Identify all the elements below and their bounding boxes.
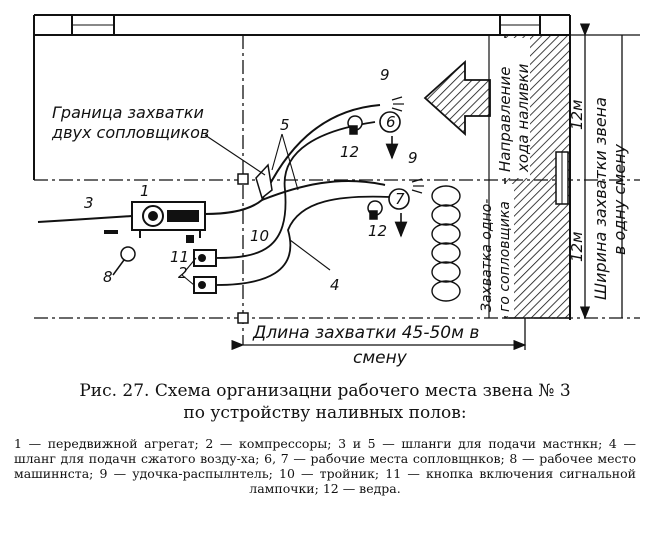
width-label-line2: в одну смену (610, 143, 629, 255)
column-top (237, 173, 249, 185)
marker-5: 5 (280, 116, 290, 134)
signal-button-icon (186, 235, 194, 243)
poured-strip-icon (431, 185, 461, 302)
marker-11: 11 (170, 248, 189, 266)
width-dimension-lines (570, 23, 640, 320)
direction-label-line2: хода наливки (514, 63, 532, 173)
caption-title-line2: по устройству наливных полов: (183, 403, 467, 423)
leader-lines (181, 133, 331, 286)
mastic-hose-3 (37, 215, 133, 223)
boundary-label-line1: Граница захватки (52, 103, 204, 122)
length-label-line2: смену (353, 348, 408, 368)
bucket-icon (347, 115, 383, 220)
column-bottom (237, 312, 249, 324)
length-dimension-line (231, 318, 527, 351)
marker-8: 8 (103, 268, 113, 286)
boundary-label-line2: двух сопловщиков (51, 123, 209, 142)
marker-6: 6 (386, 113, 396, 131)
dim-12m-bottom: 12м (568, 232, 586, 262)
marker-12b: 12 (368, 222, 387, 240)
marker-2: 2 (178, 264, 188, 282)
direction-arrow-icon (423, 59, 491, 137)
dim-12m-top: 12м (568, 100, 586, 130)
figure-caption: Рис. 27. Схема организацни рабочего мест… (0, 380, 650, 496)
marker-4: 4 (330, 276, 340, 294)
marker-9a: 9 (380, 66, 390, 84)
compressor-icon (193, 249, 217, 294)
marker-3: 3 (84, 194, 94, 212)
operator-workplace-icon (104, 230, 136, 276)
air-hose-4 (215, 121, 391, 286)
tee-fitting-icon (255, 163, 273, 200)
width-label-line1: Ширина захватки звена (591, 97, 610, 300)
marker-12a: 12 (340, 143, 359, 161)
marker-7: 7 (395, 190, 405, 208)
zone-label-line1: Захватка одно- (479, 199, 495, 312)
work-area-diagram: Граница захватки двух сопловщиков Направ… (33, 14, 640, 368)
zone-label-line2: го сопловщика (497, 201, 513, 312)
nozzle-worker-icon (379, 111, 410, 238)
marker-10: 10 (250, 227, 269, 245)
zone-label-box (472, 184, 514, 316)
length-label-line1: Длина захватки 45-50м в (252, 323, 479, 343)
marker-1: 1 (140, 182, 150, 200)
caption-legend: 1 — передвижной агрегат; 2 — компрессоры… (14, 436, 636, 496)
caption-title-line1: Рис. 27. Схема организацни рабочего мест… (79, 381, 571, 401)
spray-rod-icon (391, 96, 424, 194)
marker-9b: 9 (408, 149, 418, 167)
direction-label-line1: Направление (496, 67, 514, 172)
direction-label-box (488, 38, 530, 178)
mobile-unit-icon (131, 201, 206, 238)
